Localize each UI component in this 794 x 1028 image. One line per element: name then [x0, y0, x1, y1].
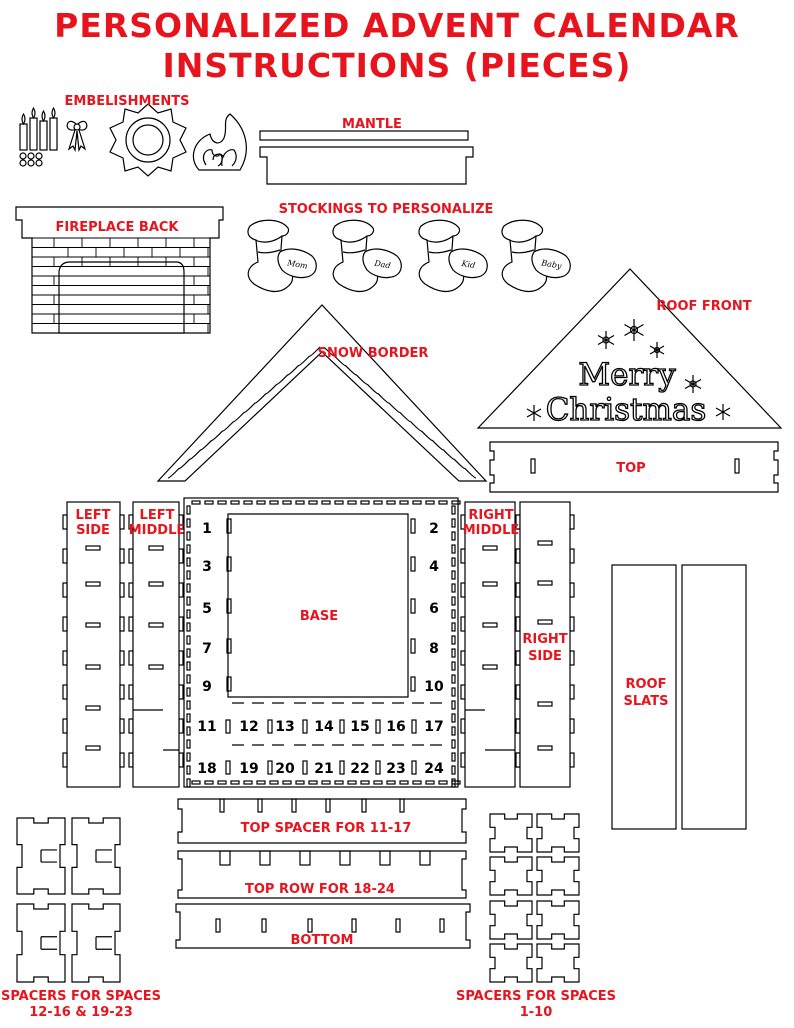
roof-front-piece: Merry Christmas ROOF FRONT	[476, 268, 783, 429]
stocking-name-tag: Baby	[540, 258, 563, 271]
snowflake-icons	[526, 319, 731, 421]
spacers-left-label-2: 12-16 & 19-23	[29, 1005, 133, 1020]
left-side-label-1: LEFT	[76, 508, 111, 523]
right-side-label-1: RIGHT	[522, 632, 567, 647]
stockings-group: Mom Dad Kid Baby STOCKINGS TO PERSONALIZE	[247, 202, 571, 293]
left-side-piece: LEFT SIDE	[62, 501, 575, 788]
day-number: 2	[429, 521, 439, 537]
day-number: 19	[239, 761, 258, 777]
candle-bases-icon	[19, 152, 43, 167]
day-number: 15	[350, 719, 369, 735]
top-label: TOP	[616, 461, 645, 476]
wreath-icon	[109, 103, 187, 177]
spacers-right-label-2: 1-10	[520, 1005, 553, 1020]
mantle-piece: MANTLE	[259, 117, 474, 185]
right-middle-piece: RIGHT MIDDLE	[463, 501, 520, 788]
roof-text-christmas: Christmas	[546, 392, 707, 428]
day-number: 9	[202, 679, 212, 695]
left-side-label-2: SIDE	[76, 523, 110, 538]
day-number: 10	[424, 679, 444, 695]
right-middle-label-2: MIDDLE	[463, 523, 520, 538]
day-number: 12	[239, 719, 258, 735]
day-number: 1	[202, 521, 212, 537]
day-number: 18	[197, 761, 216, 777]
spacers-12-16-19-23-piece: SPACERS FOR SPACES 12-16 & 19-23	[1, 817, 161, 1020]
stocking-icon: Baby	[501, 219, 571, 293]
day-number: 3	[202, 559, 212, 575]
brick-lines	[32, 237, 210, 334]
spacers-right-label-1: SPACERS FOR SPACES	[456, 989, 616, 1004]
right-side-label-2: SIDE	[528, 649, 562, 664]
top-piece: TOP	[489, 441, 779, 493]
day-number: 20	[275, 761, 295, 777]
stocking-name-tag: Dad	[373, 259, 392, 271]
day-number: 7	[202, 641, 212, 657]
stocking-icon: Dad	[332, 219, 402, 293]
top-spacer-label: TOP SPACER FOR 11-17	[241, 821, 412, 836]
stocking-name-tag: Mom	[286, 258, 309, 271]
stocking-icon: Mom	[247, 219, 317, 293]
snow-border-piece: SNOW BORDER	[156, 304, 488, 482]
day-number: 23	[386, 761, 405, 777]
right-side-piece: RIGHT SIDE	[519, 501, 571, 788]
stocking-icon: Kid	[418, 219, 488, 293]
bottom-label: BOTTOM	[291, 933, 354, 948]
right-middle-label-1: RIGHT	[468, 508, 513, 523]
roof-slats-label-2: SLATS	[624, 694, 669, 709]
title-line-2: INSTRUCTIONS (PIECES)	[162, 46, 632, 85]
flame-icon	[192, 113, 247, 171]
stocking-name-tag: Kid	[460, 259, 476, 270]
candles-icon	[19, 106, 58, 151]
embellishments-group: EMBELISHMENTS	[19, 94, 247, 177]
stockings-label: STOCKINGS TO PERSONALIZE	[279, 202, 494, 217]
bow-icon	[66, 120, 88, 153]
roof-slats-label-1: ROOF	[626, 677, 667, 692]
fireplace-back-label: FIREPLACE BACK	[55, 220, 179, 235]
day-number: 4	[429, 559, 439, 575]
top-row-label: TOP ROW FOR 18-24	[245, 882, 395, 897]
day-number: 14	[314, 719, 334, 735]
day-number: 13	[275, 719, 294, 735]
spacer-block	[489, 943, 533, 983]
spacer-block	[536, 813, 580, 853]
spacer-block	[489, 856, 533, 896]
spacer-block	[489, 813, 533, 853]
snow-border-label: SNOW BORDER	[318, 346, 429, 361]
day-number: 24	[424, 761, 444, 777]
spacer-block	[536, 943, 580, 983]
spacer-block	[536, 900, 580, 940]
roof-front-label: ROOF FRONT	[656, 299, 751, 314]
day-number: 22	[350, 761, 369, 777]
roof-text-merry: Merry	[578, 357, 676, 393]
base-label: BASE	[300, 609, 338, 624]
spacers-1-10-piece: SPACERS FOR SPACES 1-10	[456, 813, 616, 1020]
page-title: PERSONALIZED ADVENT CALENDAR INSTRUCTION…	[0, 6, 794, 86]
fireplace-back-piece: FIREPLACE BACK	[15, 206, 224, 334]
day-number: 11	[197, 719, 216, 735]
bottom-piece: BOTTOM	[175, 903, 471, 949]
top-spacer-piece: TOP SPACER FOR 11-17	[177, 798, 467, 844]
day-number: 8	[429, 641, 439, 657]
embellishments-label: EMBELISHMENTS	[65, 94, 190, 109]
day-number: 5	[202, 601, 212, 617]
roof-slats-piece: ROOF SLATS	[611, 564, 747, 830]
day-number: 16	[386, 719, 405, 735]
day-number: 17	[424, 719, 443, 735]
title-line-1: PERSONALIZED ADVENT CALENDAR	[54, 6, 740, 45]
left-middle-label-1: LEFT	[140, 508, 175, 523]
day-number: 21	[314, 761, 333, 777]
top-row-piece: TOP ROW FOR 18-24	[177, 850, 467, 899]
stockings-shapes: Mom Dad Kid Baby	[247, 219, 571, 293]
mantle-label: MANTLE	[342, 117, 402, 132]
spacer-block	[536, 856, 580, 896]
left-middle-label-2: MIDDLE	[129, 523, 186, 538]
spacers-left-label-1: SPACERS FOR SPACES	[1, 989, 161, 1004]
left-middle-piece: LEFT MIDDLE	[129, 501, 186, 788]
day-number: 6	[429, 601, 439, 617]
spacer-block	[489, 900, 533, 940]
